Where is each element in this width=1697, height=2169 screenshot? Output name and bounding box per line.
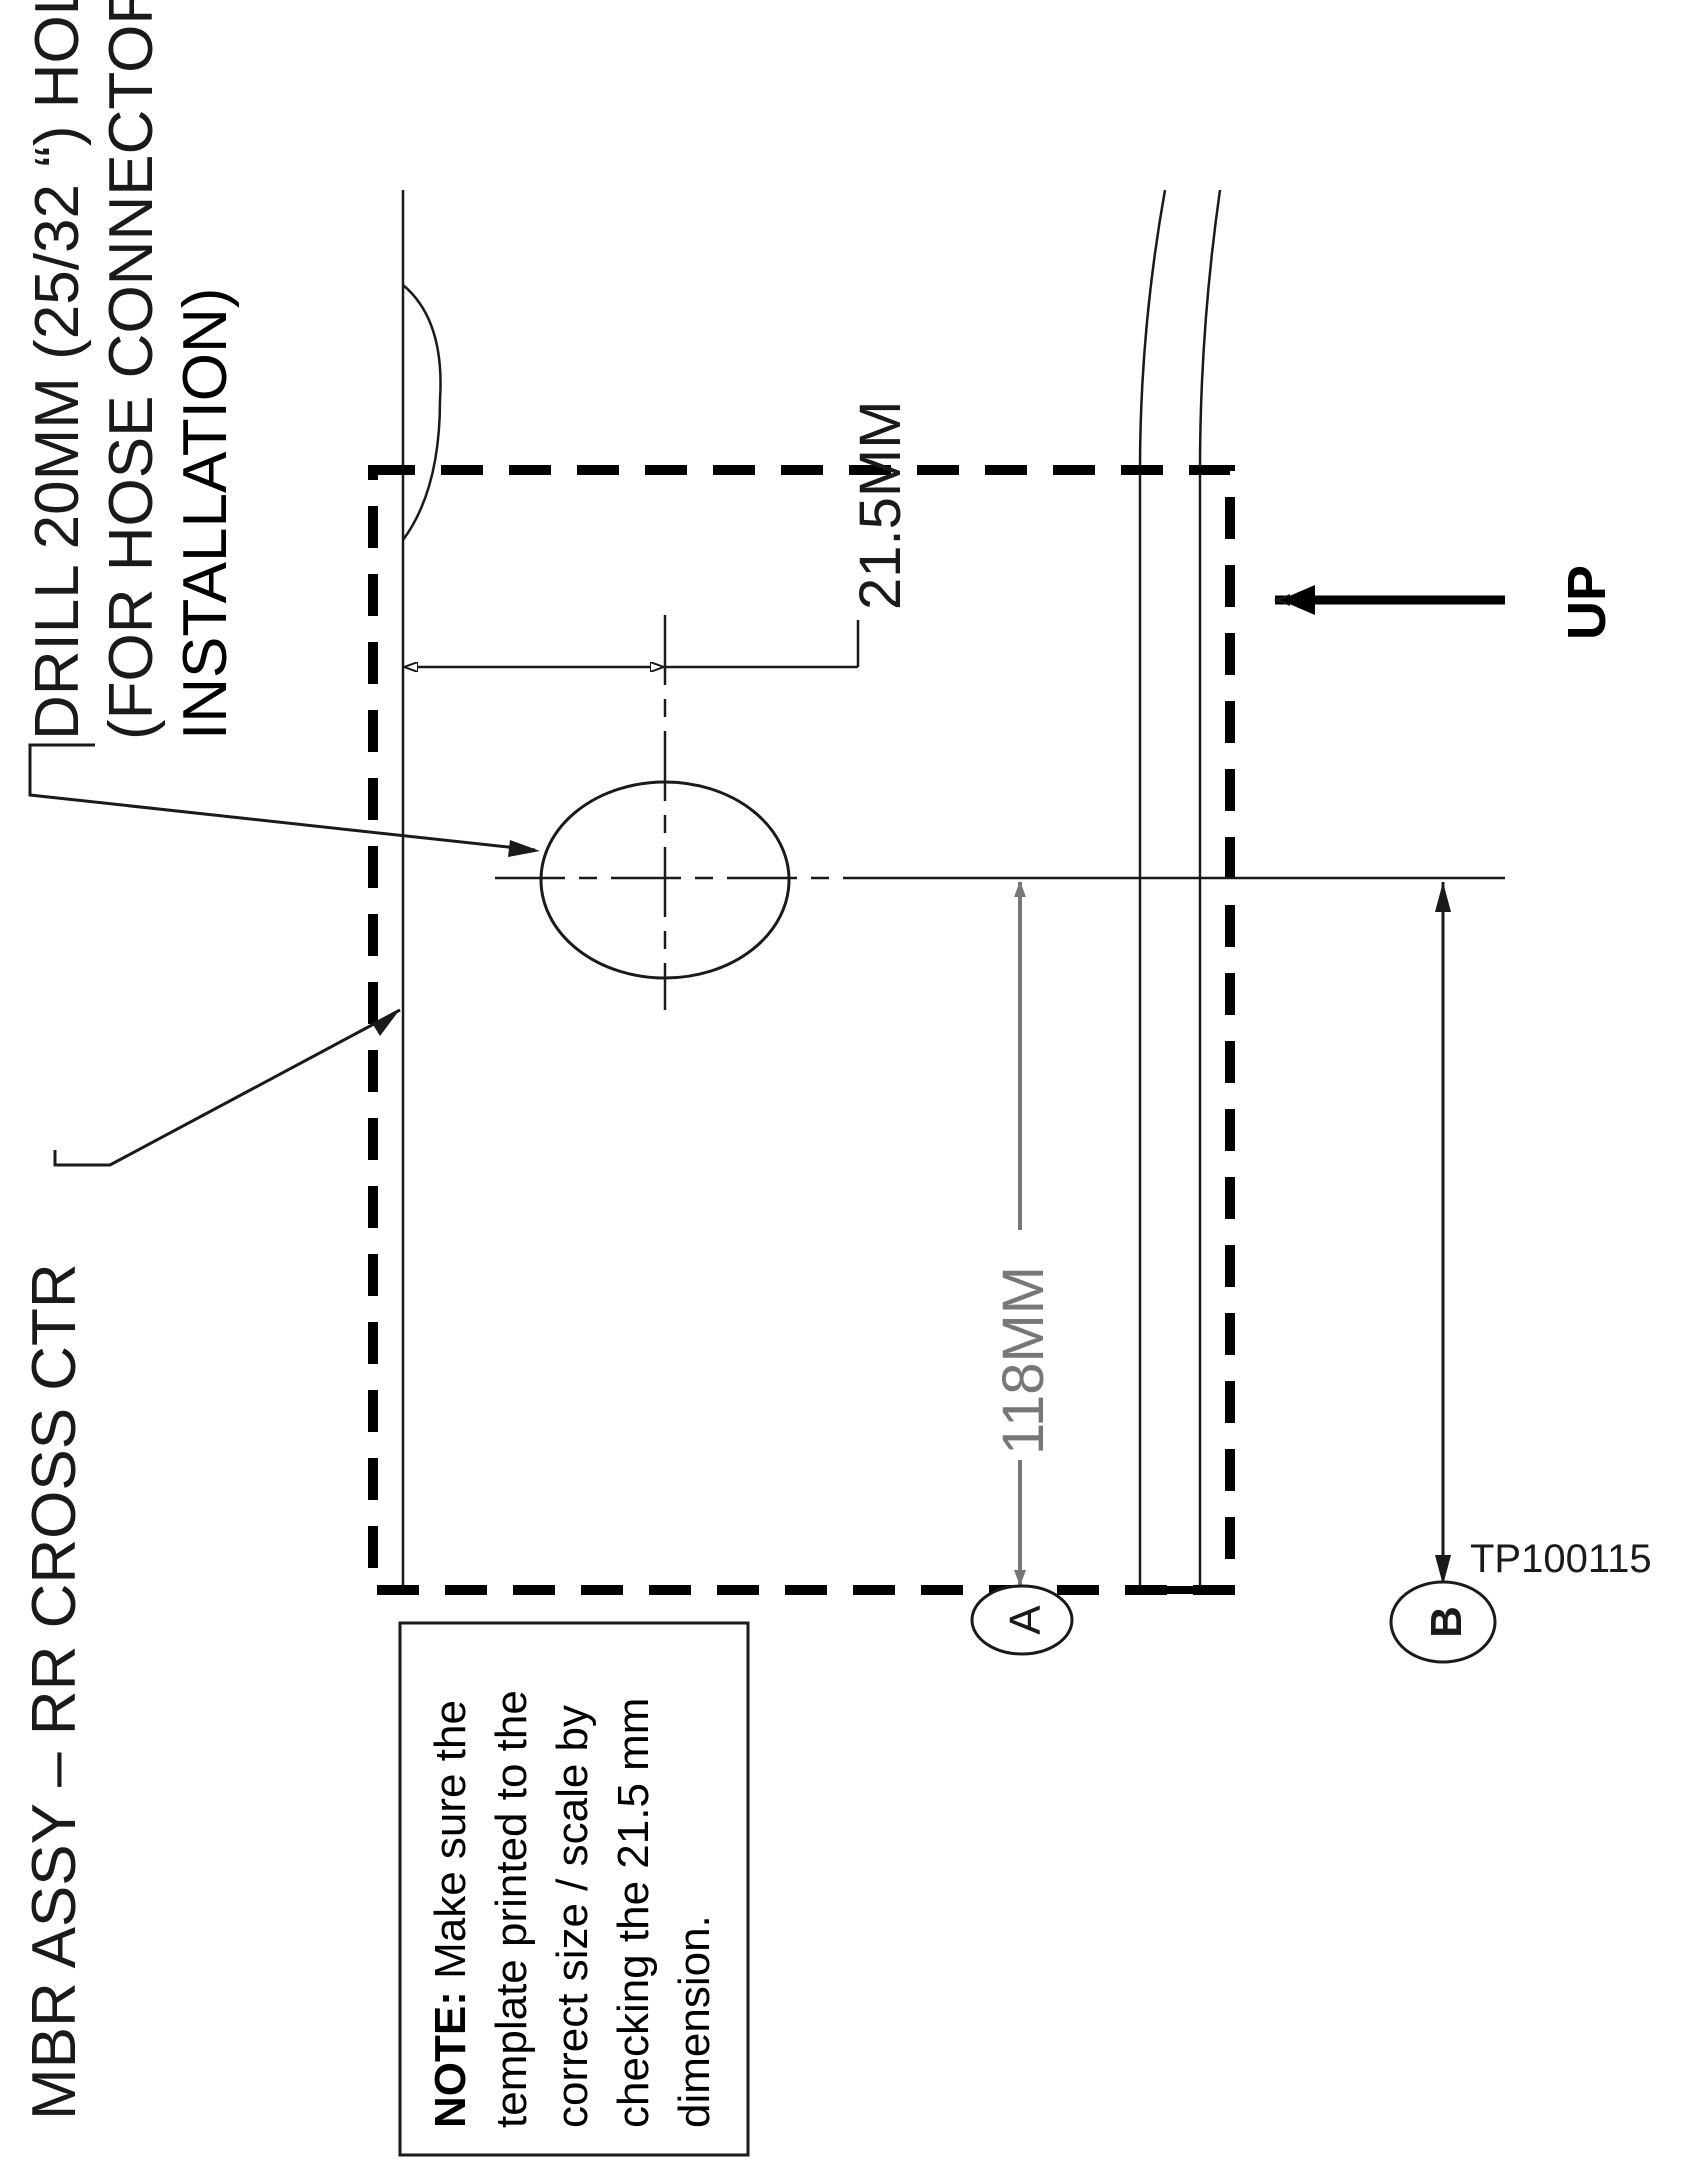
- note-text-1: Make sure the: [426, 1700, 475, 1991]
- member-outline: [401, 189, 1222, 1590]
- drill-label-line3: INSTALLATION): [171, 288, 240, 740]
- member-leader-arrow: [372, 1012, 398, 1036]
- ref-a-circle: [970, 1584, 1074, 1656]
- ref-b-circle: [1389, 1580, 1497, 1664]
- dim-b-arrow-bottom: [1435, 1555, 1451, 1585]
- dim-21-5-group: [405, 620, 860, 667]
- ref-b-label: B: [1422, 1606, 1471, 1638]
- note-line3: correct size / scale by: [548, 1705, 597, 2128]
- drill-leader: [28, 743, 536, 852]
- drill-label-line2: (FOR HOSE CONNECTOR: [97, 0, 166, 740]
- figure-id: TP100115: [1470, 1537, 1652, 1581]
- drill-leader-arrow: [508, 840, 540, 857]
- note-bold: NOTE:: [426, 1991, 475, 2128]
- note-line4: checking the 21.5 mm: [609, 1698, 658, 2128]
- note-line2: template printed to the: [487, 1690, 536, 2128]
- up-arrow-head: [1280, 585, 1315, 615]
- member-leader: [53, 1008, 401, 1167]
- dim-118-label: 118MM: [991, 1266, 1056, 1455]
- drill-label-line1: DRILL 20MM (25/32 “) HOLE: [23, 0, 92, 740]
- note-line5: dimension.: [670, 1915, 719, 2128]
- member-label: MBR ASSY – RR CROSS CTR: [20, 1263, 89, 2120]
- template-boundary: [368, 465, 1235, 1595]
- dim-21-5-label: 21.5MM: [848, 400, 913, 610]
- note-line1: NOTE: Make sure the: [426, 1700, 475, 2128]
- up-label: UP: [1557, 565, 1617, 640]
- ref-a-label: A: [1001, 1605, 1050, 1635]
- note-box: [398, 1621, 750, 2157]
- dim-b-arrow-top: [1435, 882, 1451, 912]
